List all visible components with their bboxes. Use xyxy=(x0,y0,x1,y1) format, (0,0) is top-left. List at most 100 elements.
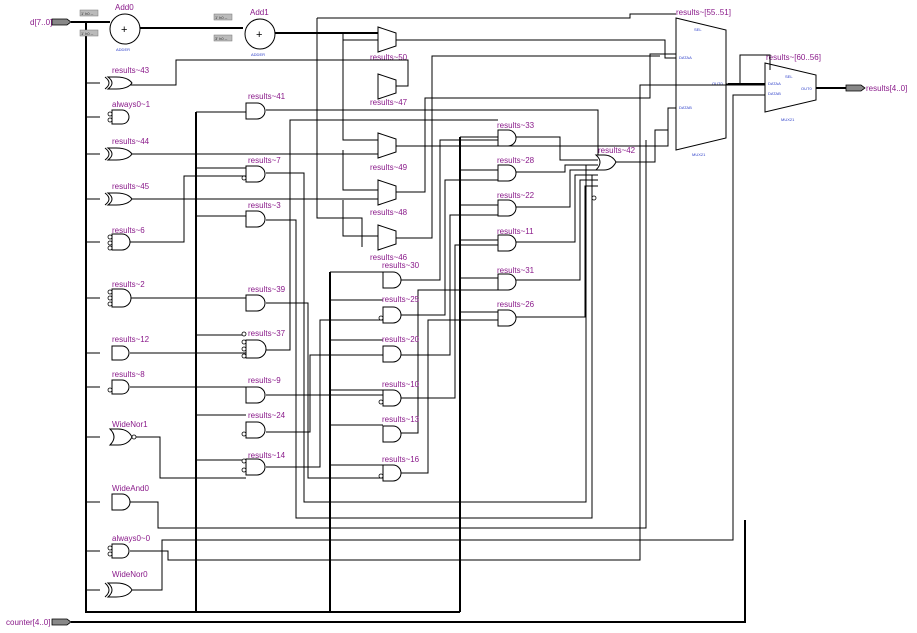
gate-results-43[interactable]: results~43 xyxy=(104,66,150,90)
svg-text:results~26: results~26 xyxy=(497,300,535,309)
mux-results-60-56[interactable]: results~[60..56] SEL DATAA DATAB OUT0 MU… xyxy=(764,53,821,122)
svg-text:1' h0 --: 1' h0 -- xyxy=(215,15,228,20)
svg-text:results~6: results~6 xyxy=(112,226,145,235)
svg-text:results~25: results~25 xyxy=(382,295,420,304)
gate-widenor1[interactable]: WideNor1 xyxy=(108,420,148,446)
svg-text:+: + xyxy=(256,29,262,41)
svg-text:3' h0 --: 3' h0 -- xyxy=(215,36,228,41)
gate-results-26[interactable]: results~26 xyxy=(497,300,535,327)
svg-text:results~41: results~41 xyxy=(248,92,286,101)
svg-text:results~50: results~50 xyxy=(370,53,408,62)
svg-text:+: + xyxy=(121,24,127,36)
svg-text:results~37: results~37 xyxy=(248,329,286,338)
gate-results-25[interactable]: results~25 xyxy=(378,295,420,324)
gate-results-12[interactable]: results~12 xyxy=(111,335,150,361)
small-mux-results-50[interactable]: results~50 xyxy=(370,26,408,62)
svg-text:1' h0 --: 1' h0 -- xyxy=(81,31,94,36)
svg-text:results~3: results~3 xyxy=(248,201,281,210)
svg-text:results~24: results~24 xyxy=(248,411,286,420)
svg-text:results~45: results~45 xyxy=(112,182,150,191)
gate-always0-0[interactable]: always0~0 xyxy=(107,534,151,559)
gate-wideand0[interactable]: WideAnd0 xyxy=(111,484,149,511)
svg-text:ADDER: ADDER xyxy=(116,47,130,52)
svg-text:ADDER: ADDER xyxy=(251,52,265,57)
output-port-results-label: results[4..0] xyxy=(866,84,907,93)
svg-text:DATAA: DATAA xyxy=(768,81,781,86)
input-port-d[interactable]: d[7..0] xyxy=(30,18,72,27)
gate-results-20[interactable]: results~20 xyxy=(382,335,420,363)
svg-text:DATAB: DATAB xyxy=(768,91,781,96)
svg-text:results~2: results~2 xyxy=(112,280,145,289)
svg-text:results~31: results~31 xyxy=(497,266,535,275)
small-mux-results-46[interactable]: results~46 xyxy=(370,224,408,262)
svg-text:results~33: results~33 xyxy=(497,121,535,130)
input-port-counter-label: counter[4..0] xyxy=(6,618,50,627)
svg-text:WideAnd0: WideAnd0 xyxy=(112,484,149,493)
svg-text:SEL: SEL xyxy=(694,27,702,32)
svg-text:MUX21: MUX21 xyxy=(692,152,706,157)
svg-text:WideNor0: WideNor0 xyxy=(112,570,148,579)
svg-text:results~7: results~7 xyxy=(248,156,281,165)
svg-text:results~22: results~22 xyxy=(497,191,535,200)
svg-text:DATAB: DATAB xyxy=(679,105,692,110)
gate-always0-1[interactable]: always0~1 xyxy=(107,100,151,125)
gate-results-33[interactable]: results~33 xyxy=(497,121,535,147)
svg-text:results~14: results~14 xyxy=(248,451,286,460)
mux-results-60-56-label: results~[60..56] xyxy=(766,53,821,62)
gate-results-39[interactable]: results~39 xyxy=(245,285,286,312)
svg-text:results~13: results~13 xyxy=(382,415,420,424)
gate-results-7[interactable]: results~7 xyxy=(241,156,281,183)
small-mux-results-49[interactable]: results~49 xyxy=(370,132,408,172)
adder-add0[interactable]: Add0 1' h0 -- 1' h0 -- + ADDER xyxy=(79,3,141,52)
gate-results-10[interactable]: results~10 xyxy=(378,380,420,407)
output-port-results[interactable]: results[4..0] xyxy=(845,84,907,93)
gate-results-42[interactable]: results~42 xyxy=(591,146,636,201)
svg-text:results~30: results~30 xyxy=(382,261,420,270)
svg-text:WideNor1: WideNor1 xyxy=(112,420,148,429)
gate-results-13[interactable]: results~13 xyxy=(382,415,420,443)
mux-results-55-51[interactable]: results~[55..51] SEL DATAA DATAB OUT0 MU… xyxy=(675,8,731,157)
svg-text:MUX21: MUX21 xyxy=(781,117,795,122)
svg-text:results~20: results~20 xyxy=(382,335,420,344)
gate-results-6[interactable]: results~6 xyxy=(107,226,145,251)
gate-results-45[interactable]: results~45 xyxy=(104,182,150,206)
svg-text:results~44: results~44 xyxy=(112,137,150,146)
gate-results-8[interactable]: results~8 xyxy=(107,370,145,395)
gate-results-37[interactable]: results~37 xyxy=(241,329,286,359)
gate-results-44[interactable]: results~44 xyxy=(104,137,150,161)
input-port-counter[interactable]: counter[4..0] xyxy=(6,618,72,627)
gate-results-2[interactable]: results~2 xyxy=(107,280,145,308)
svg-text:SEL: SEL xyxy=(785,74,793,79)
mux-results-55-51-label: results~[55..51] xyxy=(676,8,731,17)
bus-wires xyxy=(71,21,846,623)
gate-results-31[interactable]: results~31 xyxy=(497,266,535,291)
svg-text:results~9: results~9 xyxy=(248,376,281,385)
gate-results-9[interactable]: results~9 xyxy=(245,376,281,404)
gate-widenor0[interactable]: WideNor0 xyxy=(104,570,148,598)
gate-results-28[interactable]: results~28 xyxy=(497,156,535,182)
svg-text:results~48: results~48 xyxy=(370,208,408,217)
gate-results-30[interactable]: results~30 xyxy=(382,261,420,289)
adder-add1-label: Add1 xyxy=(250,8,269,17)
gate-results-22[interactable]: results~22 xyxy=(497,191,535,217)
gate-results-14[interactable]: results~14 xyxy=(241,451,286,476)
gate-results-3[interactable]: results~3 xyxy=(245,201,281,228)
small-mux-results-48[interactable]: results~48 xyxy=(370,179,408,217)
svg-text:OUT0: OUT0 xyxy=(801,86,812,91)
gate-results-41[interactable]: results~41 xyxy=(245,92,286,120)
svg-text:results~47: results~47 xyxy=(370,98,408,107)
svg-text:results~8: results~8 xyxy=(112,370,145,379)
svg-text:results~16: results~16 xyxy=(382,455,420,464)
svg-text:results~49: results~49 xyxy=(370,163,408,172)
gate-results-16[interactable]: results~16 xyxy=(378,455,420,482)
adder-add1[interactable]: Add1 1' h0 -- 3' h0 -- + ADDER xyxy=(213,8,276,57)
gate-results-11[interactable]: results~11 xyxy=(497,227,534,252)
svg-text:DATAA: DATAA xyxy=(679,55,692,60)
svg-text:results~10: results~10 xyxy=(382,380,420,389)
svg-text:always0~1: always0~1 xyxy=(112,100,151,109)
gate-results-24[interactable]: results~24 xyxy=(241,411,286,439)
svg-text:always0~0: always0~0 xyxy=(112,534,151,543)
svg-text:1' h0 --: 1' h0 -- xyxy=(81,11,94,16)
svg-text:results~28: results~28 xyxy=(497,156,535,165)
small-mux-results-47[interactable]: results~47 xyxy=(370,73,408,107)
